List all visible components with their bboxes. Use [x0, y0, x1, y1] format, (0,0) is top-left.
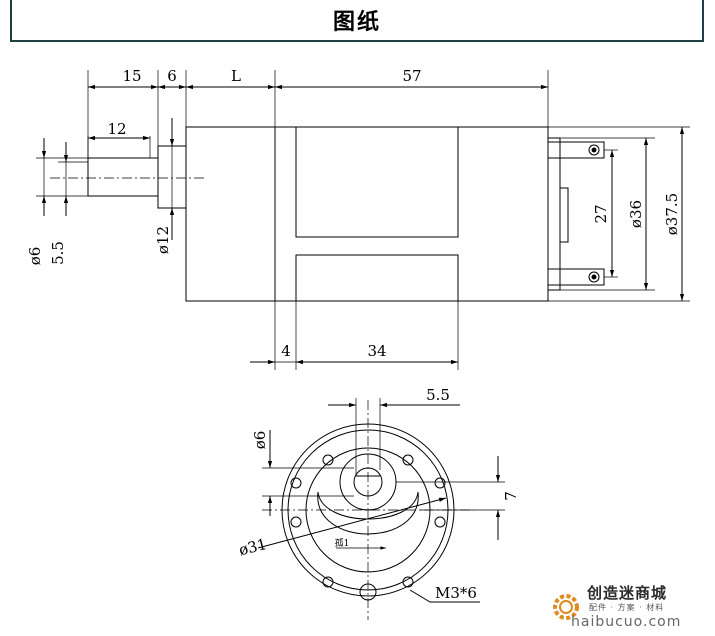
front-shaft [353, 467, 383, 497]
motor-can [274, 126, 549, 302]
rear-bump [559, 187, 569, 243]
dim-12: 12 [107, 120, 126, 138]
dim-6: 6 [167, 67, 177, 85]
gearbox-body [185, 126, 276, 302]
watermark-tagline: 配件 · 方案 · 材料 [589, 603, 665, 612]
dim-57: 57 [402, 67, 421, 85]
motor-label-bottom [295, 254, 459, 302]
page-title: 图纸 [332, 10, 381, 35]
side-view [36, 70, 690, 370]
watermark-url: haibucuo.com [571, 614, 682, 630]
dim-5-5-front: 5.5 [426, 386, 450, 404]
mounting-holes [290, 454, 446, 601]
terminal-bottom [547, 268, 605, 286]
dim-dia-6: ø6 [26, 247, 44, 266]
motor-label-top [295, 126, 459, 238]
dim-dia-37-5: ø37.5 [663, 193, 681, 235]
dim-7: 7 [502, 491, 520, 501]
title-bar: 图纸 [10, 0, 704, 42]
dim-dia-36: ø36 [627, 200, 645, 228]
dim-15: 15 [122, 67, 141, 85]
terminal-top [547, 141, 605, 159]
gear-logo-icon [553, 594, 579, 620]
front-view [257, 398, 505, 620]
screw-note: M3*6 [435, 584, 477, 602]
watermark: 创造迷商城 配件 · 方案 · 材料 haibucuo.com [549, 580, 709, 636]
dim-4: 4 [281, 342, 291, 360]
dim-dia-6-front: ø6 [251, 431, 269, 450]
dim-dia-12: ø12 [154, 226, 172, 254]
dim-34: 34 [367, 342, 386, 360]
output-shaft [50, 157, 205, 197]
dim-dia-31: ø31 [237, 535, 269, 559]
rear-endcap [547, 137, 561, 291]
crescent-slot [317, 491, 419, 535]
frame-right-border [702, 0, 704, 42]
dim-27: 27 [592, 204, 610, 223]
frame-left-border [10, 0, 12, 42]
arc-note: 孤1 [335, 537, 350, 549]
dim-5-5: 5.5 [49, 241, 67, 265]
watermark-brand: 创造迷商城 [587, 584, 668, 602]
dim-L: L [231, 67, 241, 85]
